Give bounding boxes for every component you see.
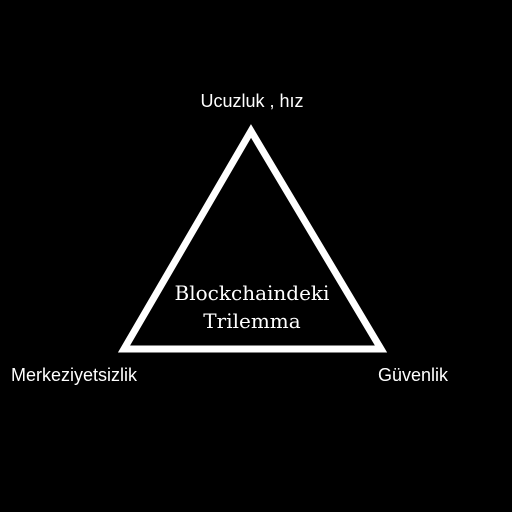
vertex-label-top: Ucuzluk , hız xyxy=(200,91,304,111)
center-title: Blockchaindeki Trilemma xyxy=(140,279,364,335)
trilemma-triangle xyxy=(117,124,388,353)
vertex-label-left: Merkeziyetsizlik xyxy=(11,365,138,385)
vertex-label-right: Güvenlik xyxy=(378,365,449,385)
center-title-line-2: Trilemma xyxy=(203,309,301,333)
center-title-line-1: Blockchaindeki xyxy=(174,281,330,305)
